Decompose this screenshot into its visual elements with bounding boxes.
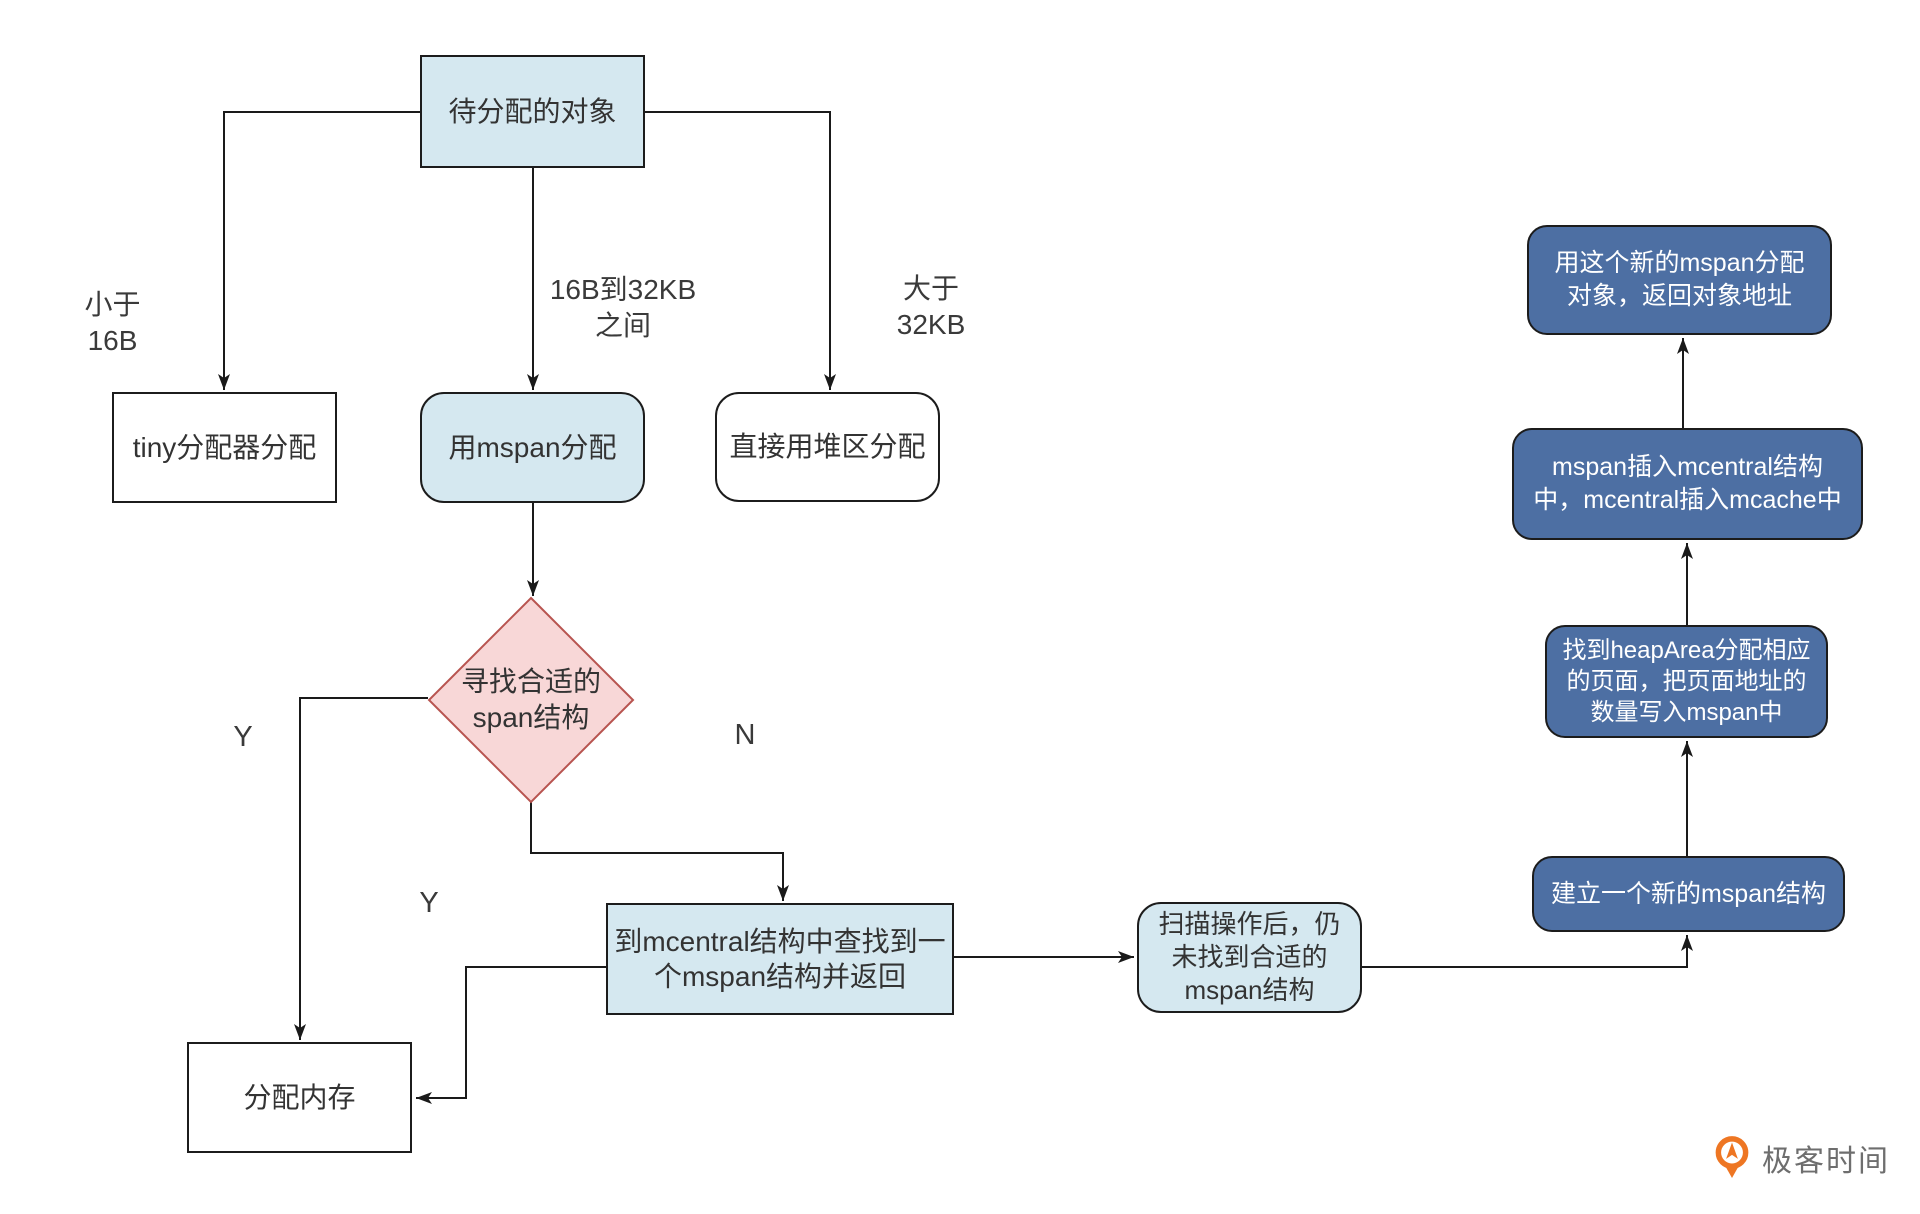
edge-label-yes-left: Y [233,721,253,753]
edge-label-no-right: N [734,719,756,751]
node-tiny-allocator: tiny分配器分配 [112,392,337,503]
node-insert-mspan: mspan插入mcentral结构 中，mcentral插入mcache中 [1512,428,1863,540]
edge-scan-to-newmspan [1362,935,1693,968]
geektime-logo-icon [1715,1136,1749,1178]
node-mcentral-lookup: 到mcentral结构中查找到一 个mspan结构并返回 [606,903,954,1015]
edge-label-greater-32kb: 大于 32KB [896,273,966,340]
edge-label-less-16b: 小于 16B [84,289,141,356]
geektime-logo-text: 极客时间 [1762,1145,1890,1178]
edge-start-to-heap [645,111,836,390]
node-heap-allocate: 直接用堆区分配 [715,392,940,502]
node-start: 待分配的对象 [420,55,645,168]
node-mspan-allocate: 用mspan分配 [420,392,645,503]
node-allocate-return: 用这个新的mspan分配 对象，返回对象地址 [1527,225,1832,335]
edge-label-yes-mid: Y [419,887,439,919]
node-scan-fail: 扫描操作后，仍 未找到合适的 mspan结构 [1137,902,1362,1013]
edge-mcentral-yes-to-allocmem [416,966,606,1104]
edge-decision-no-to-mcentral [530,802,789,901]
decision-diamond-shape [427,596,635,804]
node-allocate-memory: 分配内存 [187,1042,412,1153]
geektime-logo: 极客时间 [1712,1134,1890,1182]
edge-start-to-tiny [218,111,420,390]
node-new-mspan: 建立一个新的mspan结构 [1532,856,1845,932]
node-decision-find-span: 寻找合适的 span结构 [460,666,601,733]
edge-decision-yes-to-allocmem [294,697,428,1040]
edge-label-between-16b-32kb: 16B到32KB 之间 [549,274,697,341]
node-heaparea-pages: 找到heapArea分配相应 的页面，把页面地址的 数量写入mspan中 [1545,625,1828,738]
